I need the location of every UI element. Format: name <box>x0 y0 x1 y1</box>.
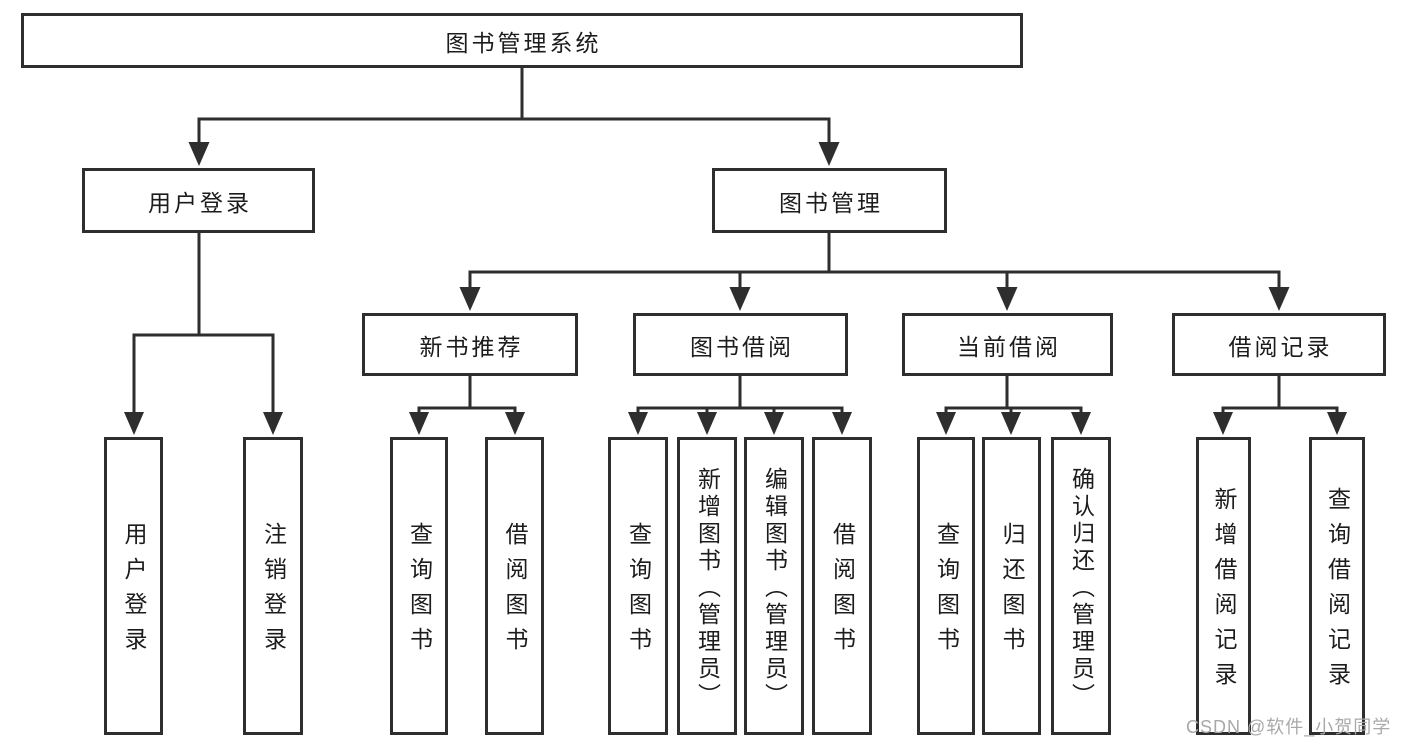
node-current-borrowing-label: 当前借阅 <box>957 333 1061 360</box>
leaf-logout-label: 注销登录 <box>260 522 287 662</box>
leaf-recommend-query-books: 查询图书 <box>390 437 448 735</box>
leaf-add-borrow-record: 新增借阅记录 <box>1196 437 1251 735</box>
leaf-borrowing-borrow-books: 借阅图书 <box>812 437 872 735</box>
node-borrow-records-label: 借阅记录 <box>1228 333 1333 360</box>
leaf-borrowing-query-books: 查询图书 <box>608 437 668 735</box>
leaf-query-borrow-record: 查询借阅记录 <box>1309 437 1365 735</box>
node-book-borrowing-label: 图书借阅 <box>690 333 794 360</box>
node-book-borrowing: 图书借阅 <box>633 313 848 376</box>
leaf-recommend-query-books-label: 查询图书 <box>406 522 433 662</box>
node-book-management-label: 图书管理 <box>779 189 883 216</box>
node-library-system: 图书管理系统 <box>21 13 1023 68</box>
leaf-query-borrow-record-label: 查询借阅记录 <box>1324 487 1351 697</box>
leaf-return-book: 归还图书 <box>982 437 1041 735</box>
leaf-recommend-borrow-books-label: 借阅图书 <box>502 522 528 662</box>
leaf-confirm-return-admin-label: 确认归还（管理员） <box>1068 466 1095 710</box>
node-user-login-label: 用户登录 <box>148 189 252 216</box>
arrow-head-icons <box>124 142 1347 435</box>
leaf-add-book-admin: 新增图书（管理员） <box>677 437 737 735</box>
node-book-management: 图书管理 <box>712 168 947 233</box>
leaf-current-query-books-label: 查询图书 <box>933 522 960 662</box>
node-new-book-recommend: 新书推荐 <box>362 313 578 376</box>
csdn-watermark: CSDN @软件_小贺同学 <box>1186 717 1392 737</box>
node-user-login: 用户登录 <box>82 168 315 233</box>
node-borrow-records: 借阅记录 <box>1172 313 1386 376</box>
leaf-user-login: 用户登录 <box>104 437 163 735</box>
node-new-book-recommend-label: 新书推荐 <box>419 333 524 360</box>
leaf-borrowing-borrow-books-label: 借阅图书 <box>829 522 856 662</box>
leaf-add-book-admin-label: 新增图书（管理员） <box>694 466 721 710</box>
node-current-borrowing: 当前借阅 <box>902 313 1113 376</box>
leaf-edit-book-admin-label: 编辑图书（管理员） <box>761 466 788 710</box>
leaf-current-query-books: 查询图书 <box>917 437 975 735</box>
leaf-borrowing-query-books-label: 查询图书 <box>625 522 652 662</box>
leaf-edit-book-admin: 编辑图书（管理员） <box>744 437 804 735</box>
leaf-add-borrow-record-label: 新增借阅记录 <box>1211 487 1237 697</box>
leaf-user-login-label: 用户登录 <box>121 522 147 662</box>
leaf-confirm-return-admin: 确认归还（管理员） <box>1051 437 1111 735</box>
node-library-system-label: 图书管理系统 <box>445 29 602 56</box>
leaf-logout: 注销登录 <box>243 437 303 735</box>
leaf-recommend-borrow-books: 借阅图书 <box>485 437 544 735</box>
leaf-return-book-label: 归还图书 <box>999 522 1025 662</box>
